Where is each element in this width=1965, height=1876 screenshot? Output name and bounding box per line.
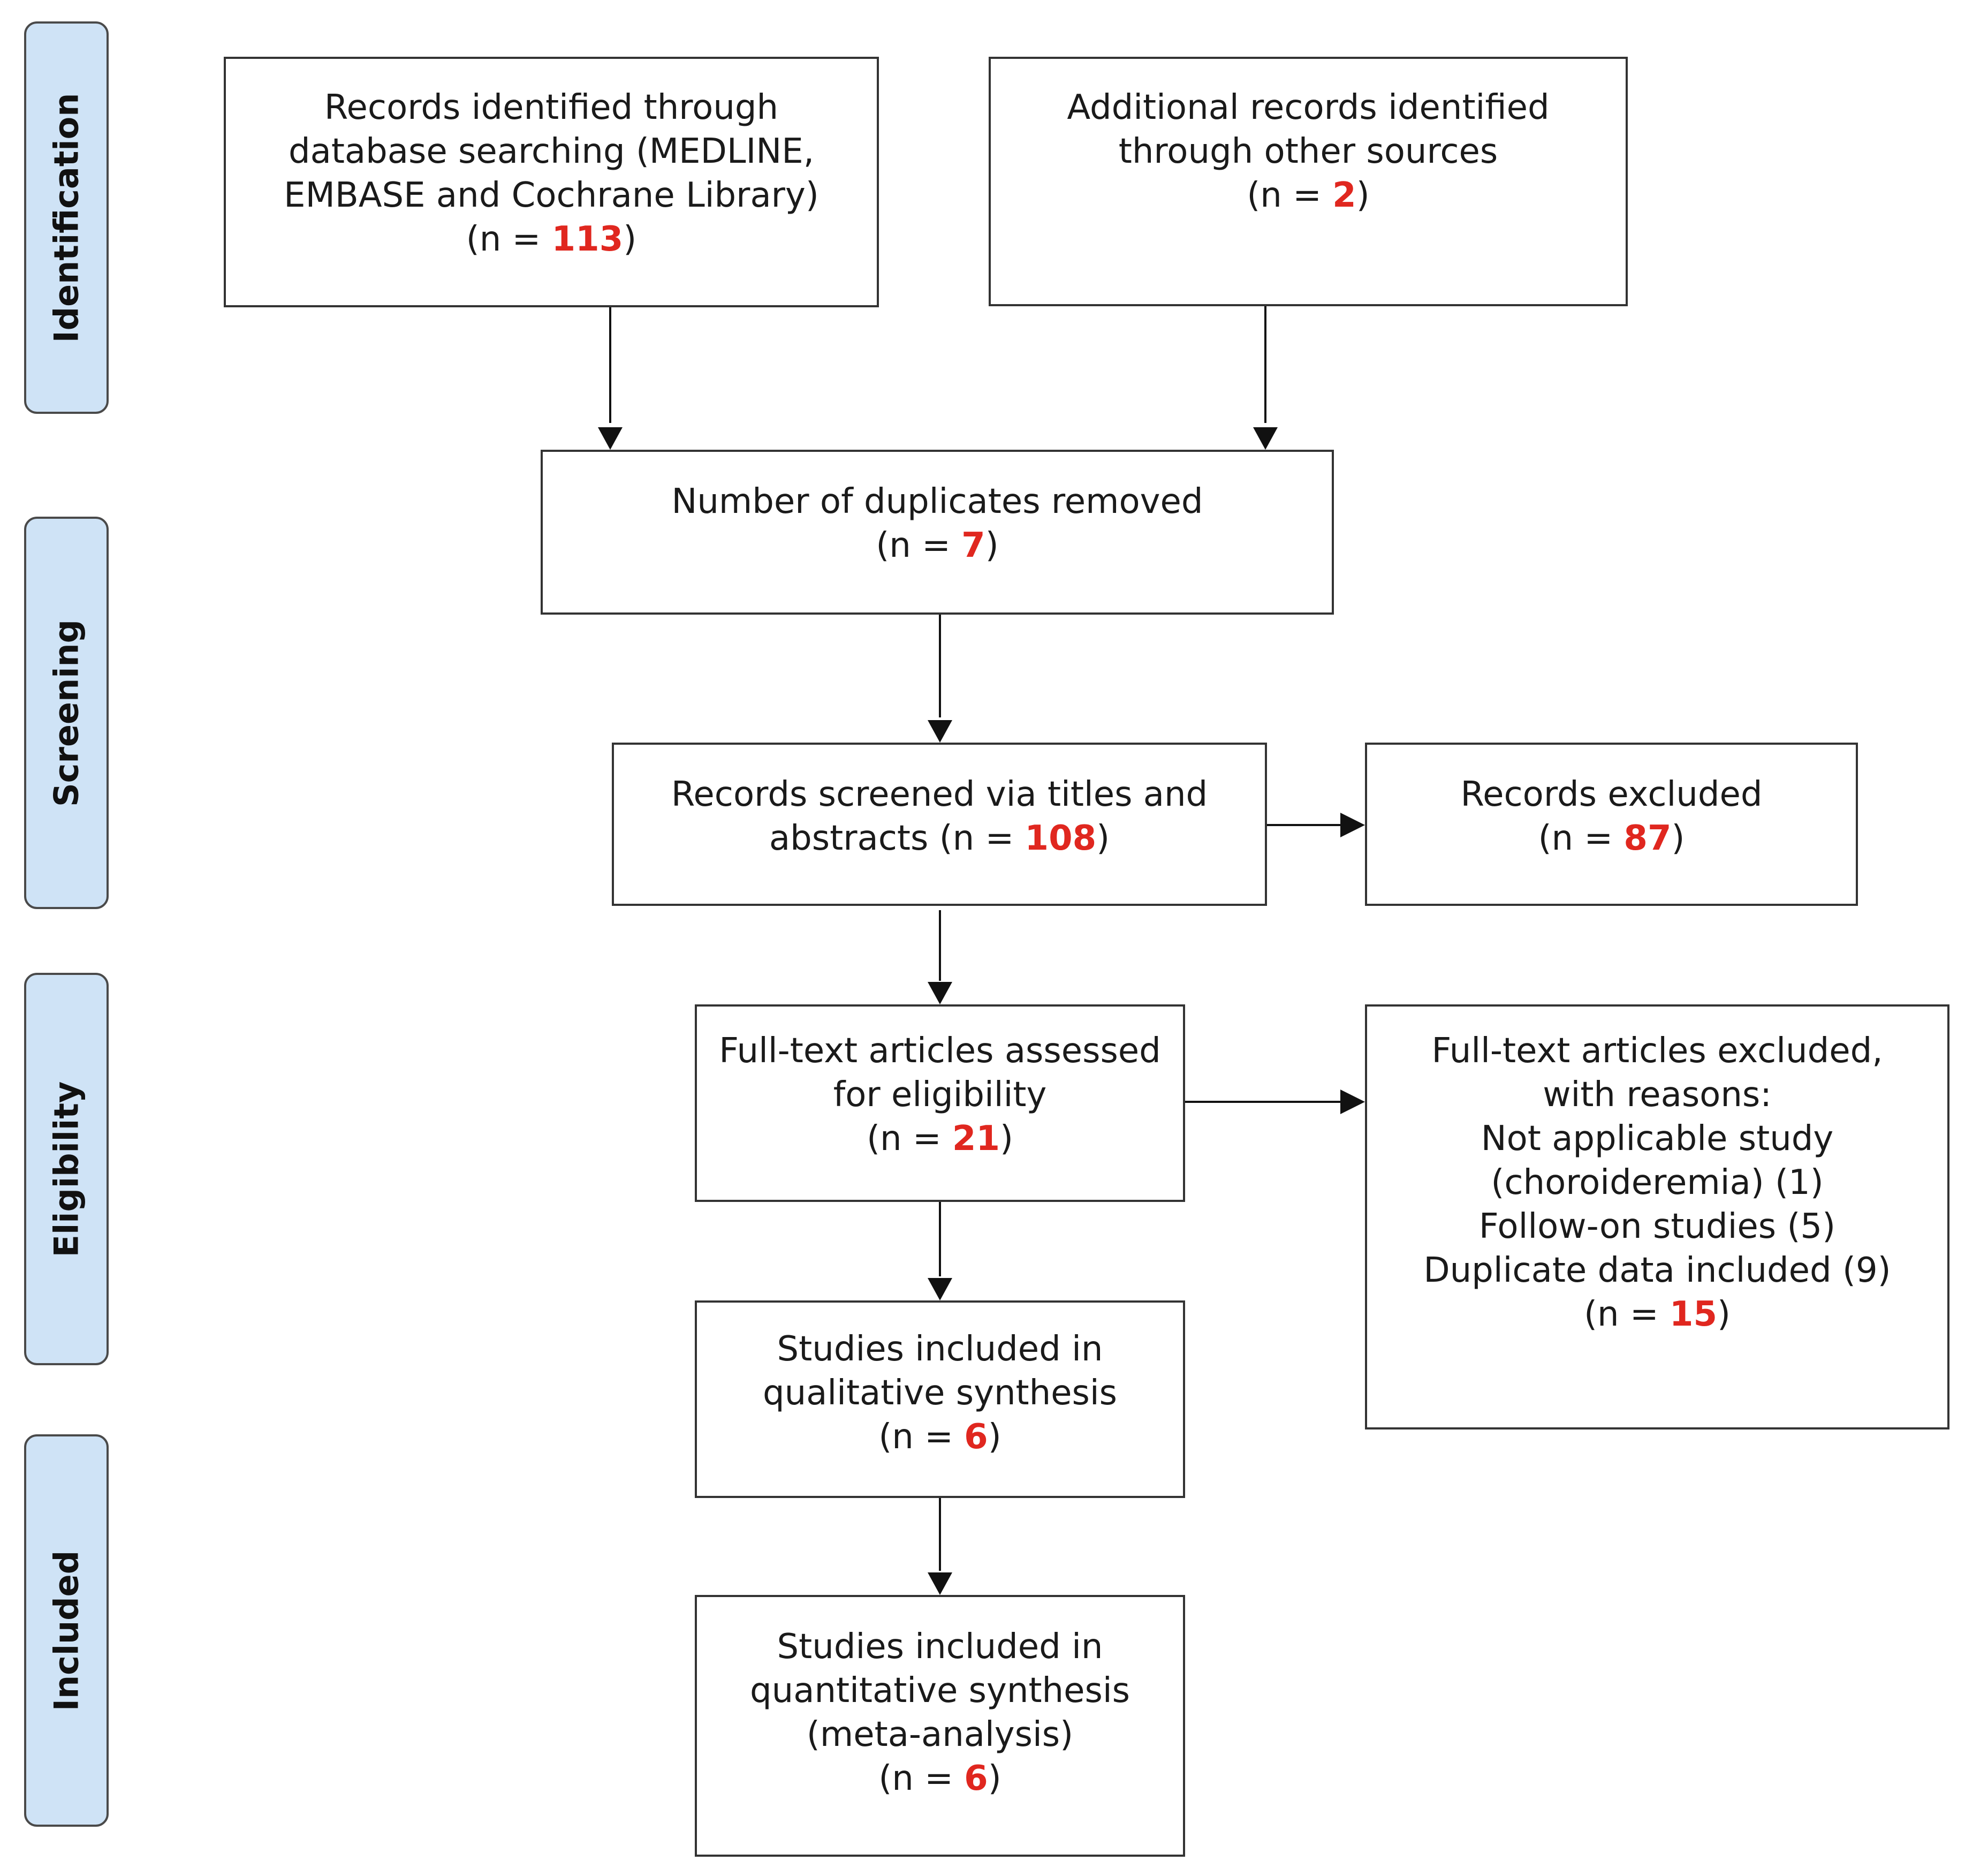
excluded-count: (n = 87) (1538, 819, 1685, 858)
ft-excluded-line-4: (choroideremia) (1) (1491, 1163, 1824, 1202)
phase-eligibility-label: Eligibility (47, 1081, 86, 1257)
phase-included-label: Included (47, 1550, 86, 1711)
full-text-count: (n = 21) (867, 1119, 1013, 1159)
database-count-value: 113 (551, 220, 624, 259)
ft-excluded-count: (n = 15) (1584, 1295, 1731, 1334)
qualitative-line-1: Studies included in (777, 1329, 1103, 1369)
database-line-3: EMBASE and Cochrane Library) (284, 176, 819, 215)
quantitative-line-2: quantitative synthesis (750, 1671, 1130, 1711)
box-full-text-assessed: Full-text articles assessed for eligibil… (695, 1004, 1185, 1202)
phase-included: Included (24, 1434, 109, 1827)
duplicates-line-1: Number of duplicates removed (671, 482, 1203, 521)
phase-screening-label: Screening (47, 619, 86, 807)
quantitative-count-value: 6 (964, 1759, 988, 1798)
ft-excluded-line-3: Not applicable study (1481, 1119, 1834, 1159)
arrowhead-other-to-duplicates (1253, 427, 1278, 450)
arrowhead-fulltext-to-qualitative (928, 1278, 952, 1300)
box-full-text-excluded: Full-text articles excluded, with reason… (1365, 1004, 1949, 1429)
box-other-sources: Additional records identified through ot… (989, 57, 1628, 306)
box-quantitative-synthesis: Studies included in quantitative synthes… (695, 1595, 1185, 1857)
arrowhead-duplicates-to-screened (928, 720, 952, 743)
ft-excluded-line-5: Follow-on studies (5) (1478, 1207, 1836, 1246)
other-sources-count: (n = 2) (1247, 176, 1370, 215)
box-duplicates-removed: Number of duplicates removed (n = 7) (541, 450, 1334, 615)
quantitative-line-1: Studies included in (777, 1627, 1103, 1667)
database-line-1: Records identified through (324, 88, 779, 127)
other-sources-line-2: through other sources (1118, 132, 1498, 171)
duplicates-count-value: 7 (961, 526, 985, 565)
qualitative-line-2: qualitative synthesis (762, 1373, 1118, 1413)
arrowhead-qualitative-to-quantitative (928, 1572, 952, 1595)
box-records-excluded: Records excluded (n = 87) (1365, 743, 1858, 906)
full-text-count-value: 21 (952, 1119, 1000, 1159)
ft-excluded-line-1: Full-text articles excluded, (1431, 1031, 1883, 1071)
arrowhead-database-to-duplicates (598, 427, 623, 450)
ft-excluded-line-2: with reasons: (1543, 1075, 1772, 1115)
other-sources-line-1: Additional records identified (1067, 88, 1550, 127)
database-line-2: database searching (MEDLINE, (288, 132, 815, 171)
ft-excluded-count-value: 15 (1669, 1295, 1717, 1334)
full-text-line-1: Full-text articles assessed (719, 1031, 1161, 1071)
arrowhead-fulltext-to-excluded (1340, 1090, 1365, 1114)
phase-identification: Identification (24, 21, 109, 414)
qualitative-count-value: 6 (964, 1417, 988, 1457)
box-database-records: Records identified through database sear… (224, 57, 879, 307)
arrowhead-screened-to-fulltext (928, 982, 952, 1004)
qualitative-count: (n = 6) (878, 1417, 1002, 1457)
phase-eligibility: Eligibility (24, 973, 109, 1365)
ft-excluded-line-6: Duplicate data included (9) (1423, 1251, 1891, 1290)
excluded-line-1: Records excluded (1460, 775, 1763, 814)
box-qualitative-synthesis: Studies included in qualitative synthesi… (695, 1300, 1185, 1498)
full-text-line-2: for eligibility (833, 1075, 1047, 1115)
other-sources-count-value: 2 (1332, 176, 1356, 215)
quantitative-count: (n = 6) (878, 1759, 1002, 1798)
excluded-count-value: 87 (1623, 819, 1672, 858)
quantitative-line-3: (meta-analysis) (806, 1715, 1074, 1754)
screened-line-1: Records screened via titles and (671, 775, 1208, 814)
screened-count-value: 108 (1025, 819, 1097, 858)
duplicates-count: (n = 7) (876, 526, 999, 565)
phase-identification-label: Identification (47, 93, 86, 343)
database-count: (n = 113) (466, 220, 637, 259)
screened-line-2: abstracts (n = 108) (769, 819, 1110, 858)
arrowhead-screened-to-excluded (1340, 813, 1365, 837)
box-records-screened: Records screened via titles and abstract… (612, 743, 1267, 906)
phase-screening: Screening (24, 517, 109, 909)
